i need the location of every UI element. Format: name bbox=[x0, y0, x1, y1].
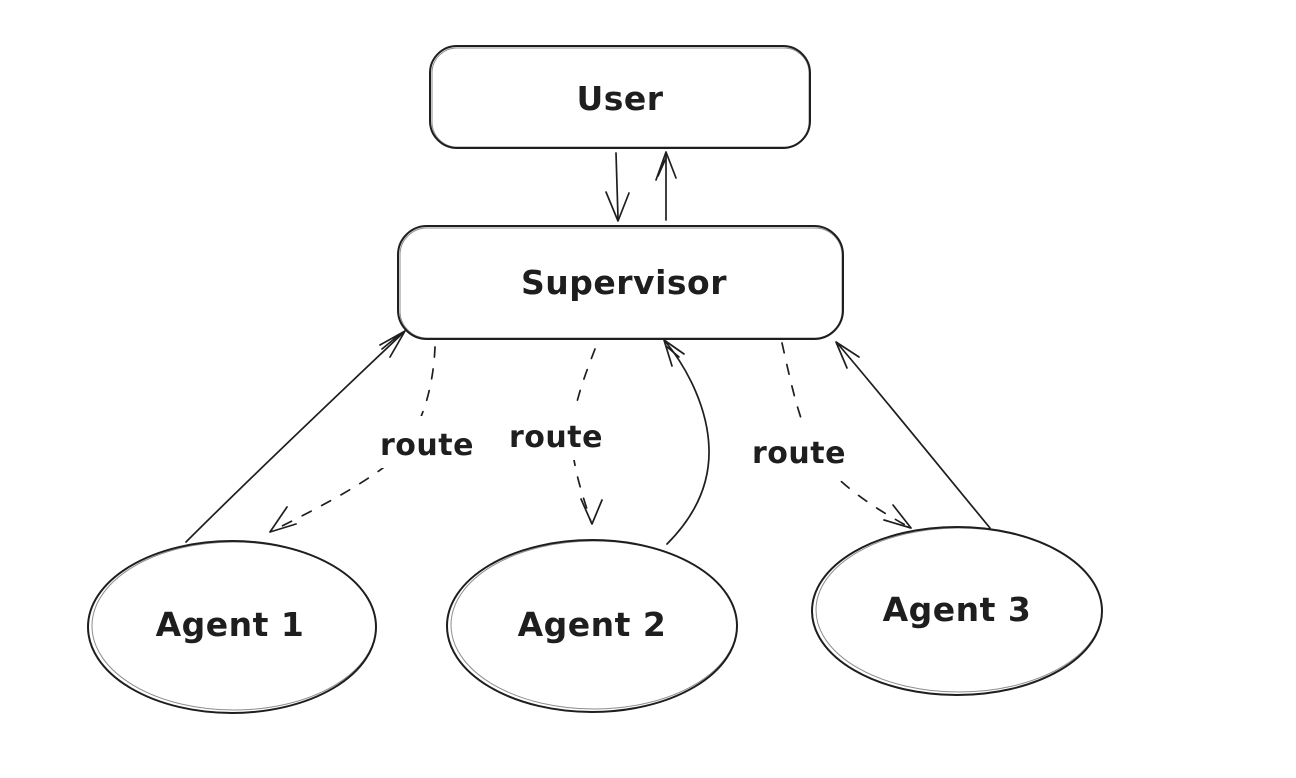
agent-2-ellipse-sketch-line bbox=[450, 540, 738, 710]
agent-3-ellipse-sketch-line bbox=[815, 527, 1103, 693]
agent-1-ellipse-sketch-line bbox=[91, 541, 377, 711]
arrow-shaft bbox=[664, 340, 710, 545]
edge-label-route-1: route bbox=[380, 428, 474, 463]
arrow-head bbox=[605, 191, 630, 222]
edge-agent-2-to-supervisor bbox=[663, 339, 710, 545]
node-supervisor: Supervisor bbox=[397, 225, 844, 340]
node-agent-3: Agent 3 bbox=[811, 526, 1103, 696]
arrow-shaft bbox=[185, 331, 405, 543]
node-agent-1: Agent 1 bbox=[87, 540, 377, 714]
edge-supervisor-to-user bbox=[655, 151, 677, 221]
node-agent-3-label: Agent 3 bbox=[883, 590, 1032, 629]
arrow-head bbox=[663, 339, 685, 367]
edge-label-route-2: route bbox=[509, 420, 603, 455]
node-supervisor-label: Supervisor bbox=[521, 263, 727, 302]
user-box bbox=[429, 45, 811, 149]
edge-user-to-supervisor bbox=[605, 152, 630, 222]
edge-label-route-3: route bbox=[752, 436, 846, 471]
arrow-head bbox=[883, 504, 912, 529]
edge-label-mask bbox=[366, 416, 488, 468]
arrow-shaft bbox=[615, 152, 619, 219]
edge-agent-3-to-supervisor bbox=[835, 341, 991, 529]
edge-label-mask bbox=[498, 406, 616, 460]
node-user-label: User bbox=[576, 79, 663, 118]
supervisor-box bbox=[397, 225, 844, 340]
edge-label-mask bbox=[740, 424, 860, 476]
arrow-shaft bbox=[837, 343, 991, 529]
arrow-head bbox=[269, 506, 297, 533]
node-agent-2: Agent 2 bbox=[446, 539, 738, 713]
arrow-head bbox=[580, 498, 603, 525]
node-user: User bbox=[429, 45, 811, 149]
node-agent-2-label: Agent 2 bbox=[518, 605, 667, 644]
arrow-head bbox=[655, 151, 677, 181]
edge-agent-1-to-supervisor bbox=[185, 330, 406, 543]
user-box-sketch-line bbox=[431, 47, 810, 148]
node-agent-1-label: Agent 1 bbox=[156, 605, 305, 644]
supervisor-box-sketch-line bbox=[399, 227, 843, 339]
arrow-head bbox=[835, 341, 860, 369]
arrow-head bbox=[379, 330, 406, 358]
